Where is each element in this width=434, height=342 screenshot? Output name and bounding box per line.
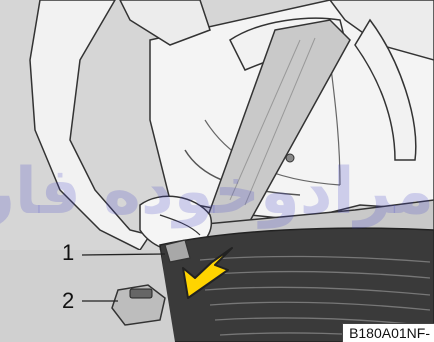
callout-1-label: 1 [62, 242, 74, 264]
figure-code-label: B180A01NF- [342, 323, 434, 342]
callout-2-label: 2 [62, 290, 74, 312]
